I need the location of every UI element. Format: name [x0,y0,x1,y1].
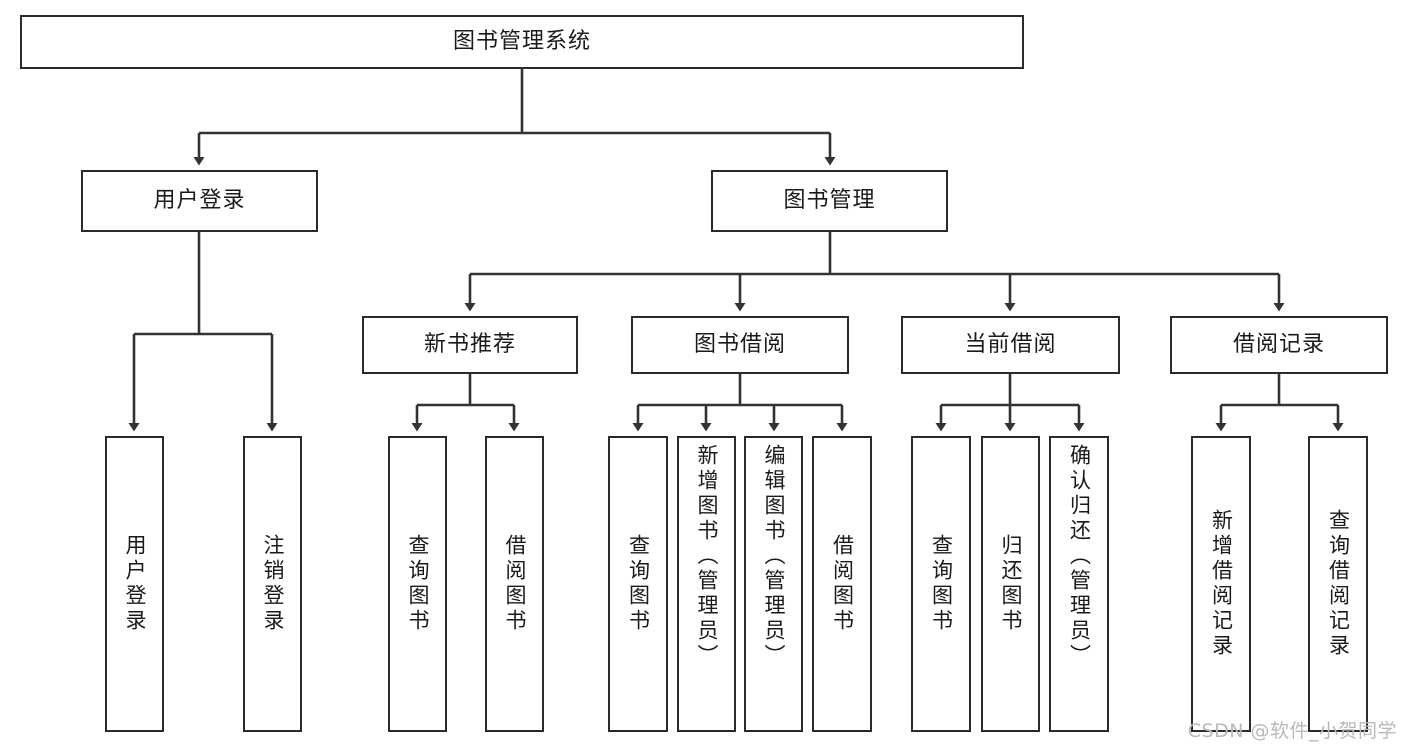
leaf-borrow-book-recommendation[interactable]: 借阅图书 [485,436,544,732]
node-label: 借阅图书 [830,534,855,634]
node-label: 当前借阅 [964,332,1057,358]
node-label: 注销登录 [261,534,285,634]
leaf-logout[interactable]: 注销登录 [243,436,302,732]
node-borrowing-record[interactable]: 借阅记录 [1170,316,1388,374]
node-label: 查询图书 [929,534,954,634]
node-label: 用户登录 [123,534,147,634]
node-label: 查询借阅记录 [1326,509,1351,659]
node-label: 查询图书 [406,534,430,634]
node-user-login[interactable]: 用户登录 [81,170,318,232]
node-label: 图书管理 [783,188,876,214]
node-label: 用户登录 [153,188,246,214]
node-label: 图书管理系统 [452,29,591,55]
leaf-add-borrowing-record[interactable]: 新增借阅记录 [1191,436,1251,732]
node-label: 新书推荐 [423,332,516,358]
leaf-confirm-return-admin[interactable]: 确认归还（管理员） [1049,436,1109,732]
node-label: 新增图书（管理员） [695,444,719,669]
leaf-return-book[interactable]: 归还图书 [981,436,1040,732]
node-label: 借阅图书 [503,534,527,634]
leaf-edit-book-admin[interactable]: 编辑图书（管理员） [744,436,803,732]
node-label: 归还图书 [999,534,1023,634]
leaf-add-book-admin[interactable]: 新增图书（管理员） [677,436,736,732]
leaf-query-book-recommendation[interactable]: 查询图书 [388,436,447,732]
leaf-query-borrowing-record[interactable]: 查询借阅记录 [1308,436,1368,732]
node-book-management[interactable]: 图书管理 [711,170,948,232]
node-label: 编辑图书（管理员） [762,444,786,669]
leaf-query-book-current[interactable]: 查询图书 [911,436,971,732]
node-label: 借阅记录 [1232,332,1325,358]
node-label: 图书借阅 [693,332,786,358]
node-label: 新增借阅记录 [1209,509,1234,659]
node-current-borrowing[interactable]: 当前借阅 [901,316,1120,374]
node-book-borrowing[interactable]: 图书借阅 [631,316,849,374]
node-root-book-management-system[interactable]: 图书管理系统 [20,15,1024,69]
node-new-book-recommendation[interactable]: 新书推荐 [362,316,578,374]
node-label: 确认归还（管理员） [1067,444,1092,669]
leaf-user-login[interactable]: 用户登录 [105,436,164,732]
leaf-query-book-borrowing[interactable]: 查询图书 [608,436,668,732]
leaf-borrow-book-borrowing[interactable]: 借阅图书 [812,436,872,732]
node-label: 查询图书 [626,534,651,634]
